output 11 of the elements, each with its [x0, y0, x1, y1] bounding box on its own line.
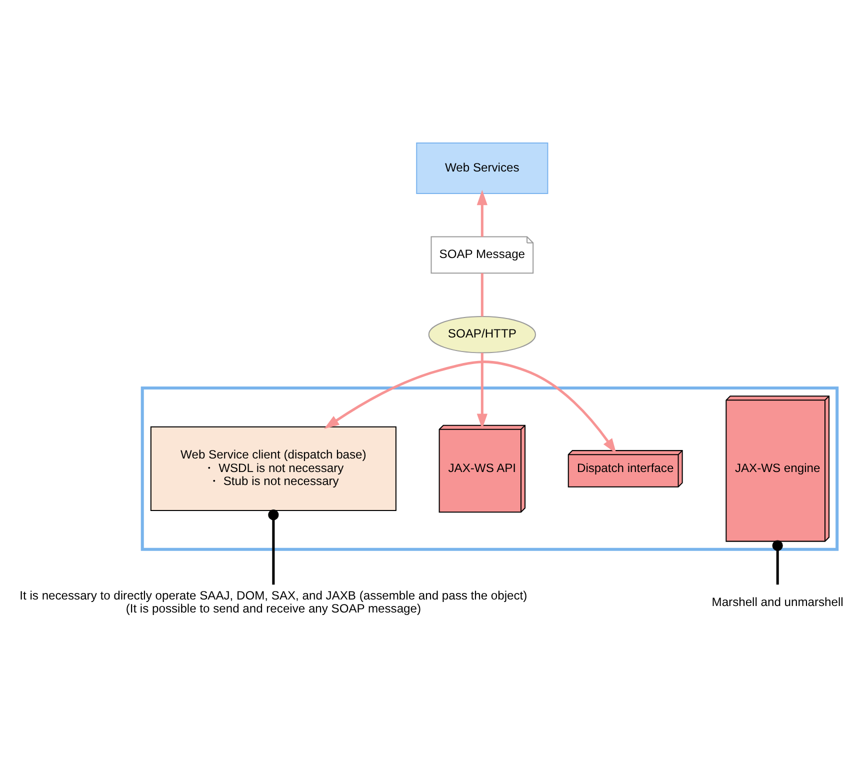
node-text: It is necessary to directly operate SAAJ, DOM, SAX, and JAXB (assemble and pass the object) (It is possible to send and receive any SOAP message) — [20, 588, 528, 616]
arrow — [476, 352, 488, 429]
connector — [268, 510, 279, 585]
connector — [772, 540, 783, 585]
node-box: Web Service client (dispatch base) ・ WSDL is not necessary ・ Stub is not necessary — [150, 426, 396, 512]
node-text: Marshell and unmarshell — [712, 594, 844, 609]
connector — [480, 273, 484, 316]
arrow — [324, 360, 616, 454]
node-box: Web Services — [416, 142, 548, 194]
node-ellipse: SOAP/HTTP — [428, 316, 536, 354]
arrow — [476, 190, 488, 237]
